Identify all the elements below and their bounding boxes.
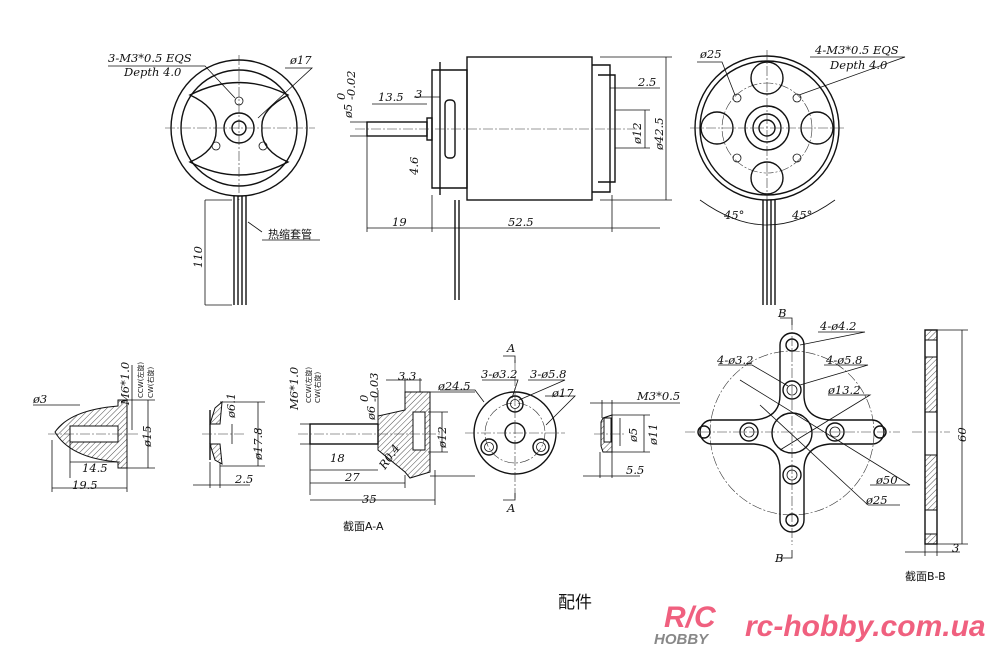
prop-shaft-drawing: 3.3 18 27 35 R0.4 ø12 ø6 0 -0.03 M6*1.0 … (287, 367, 475, 533)
logo-mark: R/C (664, 601, 717, 634)
inner-dia-label: ø6.1 (224, 393, 238, 419)
shaft-dia-label: ø6 (364, 406, 378, 421)
outer-dia-label: ø11 (646, 423, 660, 446)
offset-label: 4.6 (407, 157, 421, 176)
accessories-caption: 配件 (558, 593, 592, 613)
dia-label: ø17 (289, 53, 312, 67)
tol-bottom: -0.03 (367, 373, 381, 403)
thickness-label: 2.5 (234, 472, 253, 486)
center-dia-label: ø13.2 (827, 383, 861, 397)
shaft-dia-dim: ø5 0 -0.02 (334, 71, 358, 120)
height-label: 60 (955, 427, 969, 442)
tol-top: 0 (357, 395, 371, 402)
hub-dia-label: ø12 (630, 122, 644, 145)
bolt-circle-label: ø25 (699, 47, 722, 61)
washer-drawing: ø6.1 ø17.8 2.5 (193, 393, 265, 488)
logo-hobby: HOBBY (654, 631, 710, 648)
motor-side-view: 13.5 3 ø5 0 -0.02 4.6 19 52.5 2.5 ø12 ø4… (334, 56, 672, 300)
counterbore-label: 4-ø5.8 (825, 353, 862, 367)
shaft-tol-bottom: -0.02 (344, 71, 358, 101)
section-b-title: 截面B-B (905, 569, 946, 583)
site-url: rc-hobby.com.ua (745, 610, 986, 643)
front-length-label: 19 (392, 215, 407, 229)
section-a-title: 截面A-A (343, 519, 384, 533)
circle-25-label: ø25 (865, 493, 888, 507)
thread-label: M3*0.5 (636, 389, 680, 403)
section-mark-bottom: A (506, 501, 515, 515)
inner-dia-label: ø5 (626, 428, 640, 443)
lead-length-label: 110 (191, 246, 205, 268)
shaft-dia-dim: ø6 0 -0.03 (357, 373, 381, 422)
thread-label: M6*1.0 (287, 367, 301, 411)
motor-rear-view: ø25 4-M3*0.5 EQS Depth 4.0 45° 45° (690, 43, 906, 305)
counterbore-label: 3-ø5.8 (530, 367, 566, 381)
body-length-label: 52.5 (508, 215, 534, 229)
x-mount-drawing: B B 4-ø4.2 4-ø3.2 4-ø5.8 ø13.2 ø50 ø25 (685, 306, 911, 565)
thickness-label: 3 (952, 541, 959, 555)
step-label: 3 (415, 87, 422, 101)
length-1-label: 14.5 (82, 461, 108, 475)
outer-holes-label: 4-ø4.2 (819, 319, 856, 333)
tip-dia-label: ø3 (32, 392, 47, 406)
shaft-tol-top: 0 (334, 93, 348, 100)
length-2-label: 19.5 (72, 478, 98, 492)
holes-label: 3-ø3.2 (481, 367, 517, 381)
section-mark-top: B (777, 306, 786, 320)
ccw-label: CCW(左旋) (136, 362, 145, 398)
len-35-label: 35 (362, 492, 377, 506)
prop-adapter-drawing: A A 3-ø3.2 3-ø5.8 ø24.5 ø17 (437, 341, 576, 515)
heat-shrink-label: 热缩套管 (268, 227, 312, 241)
watermark: R/C HOBBY rc-hobby.com.ua (654, 601, 986, 648)
hub-dia-label: ø12 (435, 426, 449, 449)
cw-label: CW(右旋) (146, 366, 155, 398)
thread-label: 3-M3*0.5 EQS (108, 51, 192, 65)
len-27-label: 27 (344, 470, 360, 484)
section-b-drawing: 60 3 截面B-B (905, 329, 969, 583)
thread-label: M6*1.0 (118, 362, 132, 406)
thread-label: 4-M3*0.5 EQS (814, 43, 899, 57)
outer-dia-label: ø17.8 (251, 427, 265, 461)
outer-dia-label: ø24.5 (437, 379, 471, 393)
shaft-dia-label: ø5 (341, 104, 355, 119)
rear-length-label: 2.5 (637, 75, 656, 89)
cw-label: CW(右旋) (313, 371, 322, 403)
circle-50-label: ø50 (875, 473, 898, 487)
ccw-label: CCW(左旋) (304, 367, 313, 403)
spinner-drawing: ø3 14.5 19.5 ø15 M6*1.0 CCW(左旋) CW(右旋) (32, 362, 155, 492)
depth-label: Depth 4.0 (123, 65, 181, 79)
flange-label: 3.3 (398, 369, 416, 383)
angle-right-label: 45° (791, 208, 812, 222)
body-dia-label: ø42.5 (652, 117, 666, 151)
section-mark-bottom: B (774, 551, 783, 565)
spinner-dia-label: ø15 (140, 425, 154, 448)
shaft-length-label: 13.5 (378, 90, 404, 104)
inner-holes-label: 4-ø3.2 (716, 353, 753, 367)
angle-left-label: 45° (723, 208, 744, 222)
section-mark-top: A (506, 341, 515, 355)
length-label: 5.5 (626, 463, 644, 477)
depth-label: Depth 4.0 (829, 58, 887, 72)
nut-drawing: M3*0.5 ø5 ø11 5.5 (583, 389, 680, 478)
motor-front-view: 3-M3*0.5 EQS Depth 4.0 ø17 热缩套管 110 (108, 51, 320, 306)
len-18-label: 18 (330, 451, 345, 465)
inner-dia-label: ø17 (551, 386, 574, 400)
